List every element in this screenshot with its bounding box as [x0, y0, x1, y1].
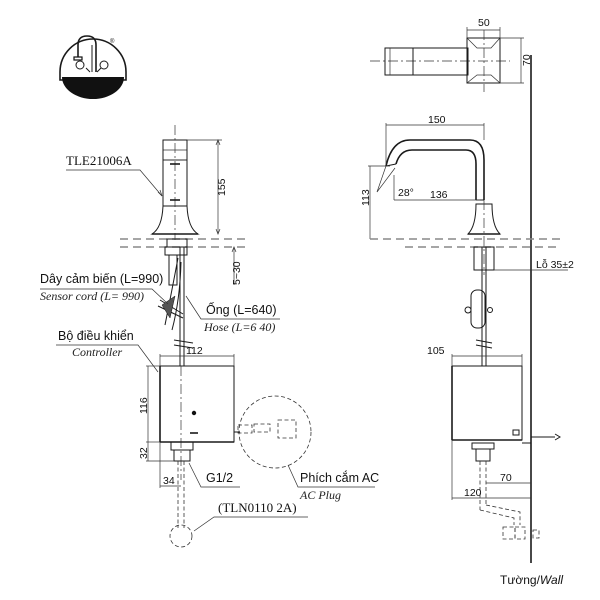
dim-controller-width: 112: [186, 345, 203, 357]
dim-spout-reach: 150: [428, 114, 446, 126]
dim-spout-height: 113: [360, 189, 372, 206]
dim-top-width: 70: [521, 54, 533, 66]
controller-front-view: 112 116 32 34: [138, 345, 312, 548]
dim-outlet-height: 32: [138, 447, 150, 459]
dim-mount-thickness: 5~30: [231, 261, 243, 285]
dim-wall-to-outlet: 70: [500, 472, 512, 484]
sensor-cord-label: Dây cảm biến (L=990): [40, 272, 163, 286]
spare-part-label: (TLN0110 2A): [218, 500, 297, 515]
sensor-cord-label-en: Sensor cord (L= 990): [40, 289, 144, 303]
hole-label: Lỗ 35±2: [536, 258, 574, 271]
svg-text:Tường/Wall: Tường/Wall: [500, 573, 563, 587]
dim-top-depth: 50: [478, 17, 490, 29]
hose-label: Ống (L=640): [206, 302, 277, 317]
shank-side-view: Lỗ 35±2: [464, 246, 574, 349]
dim-spout-inner: 136: [430, 189, 448, 201]
ac-plug-label-en: AC Plug: [299, 488, 341, 502]
dim-body-height: 155: [216, 178, 228, 196]
model-label: TLE21006A: [66, 153, 132, 168]
labels-front: TLE21006A Dây cảm biến (L=990) Sensor co…: [40, 153, 379, 532]
dim-wall-to-front: 120: [464, 487, 482, 499]
thread-label: G1/2: [206, 471, 233, 485]
svg-text:®: ®: [110, 38, 115, 45]
controller-side-view: 105 70 120: [427, 345, 561, 540]
hose-label-en: Hose (L=6 40): [203, 320, 275, 334]
faucet-front-view: 155: [150, 125, 228, 240]
dim-outlet-offset: 34: [163, 475, 175, 487]
ac-plug-label: Phích cắm AC: [300, 470, 379, 485]
dim-controller-height: 116: [138, 397, 150, 414]
dim-spout-angle: 28°: [398, 187, 414, 199]
shank-and-hoses-front: 5~30: [157, 238, 243, 349]
controller-label-en: Controller: [72, 345, 123, 359]
faucet-sensor-badge-icon: ®: [59, 35, 127, 99]
wall-label: Tường/Wall: [500, 573, 563, 587]
faucet-top-view: 50 70: [370, 17, 533, 92]
faucet-side-view: 150 113 28° 136: [360, 114, 502, 275]
controller-label: Bộ điều khiển: [58, 329, 134, 343]
dim-controller-depth: 105: [427, 345, 445, 357]
